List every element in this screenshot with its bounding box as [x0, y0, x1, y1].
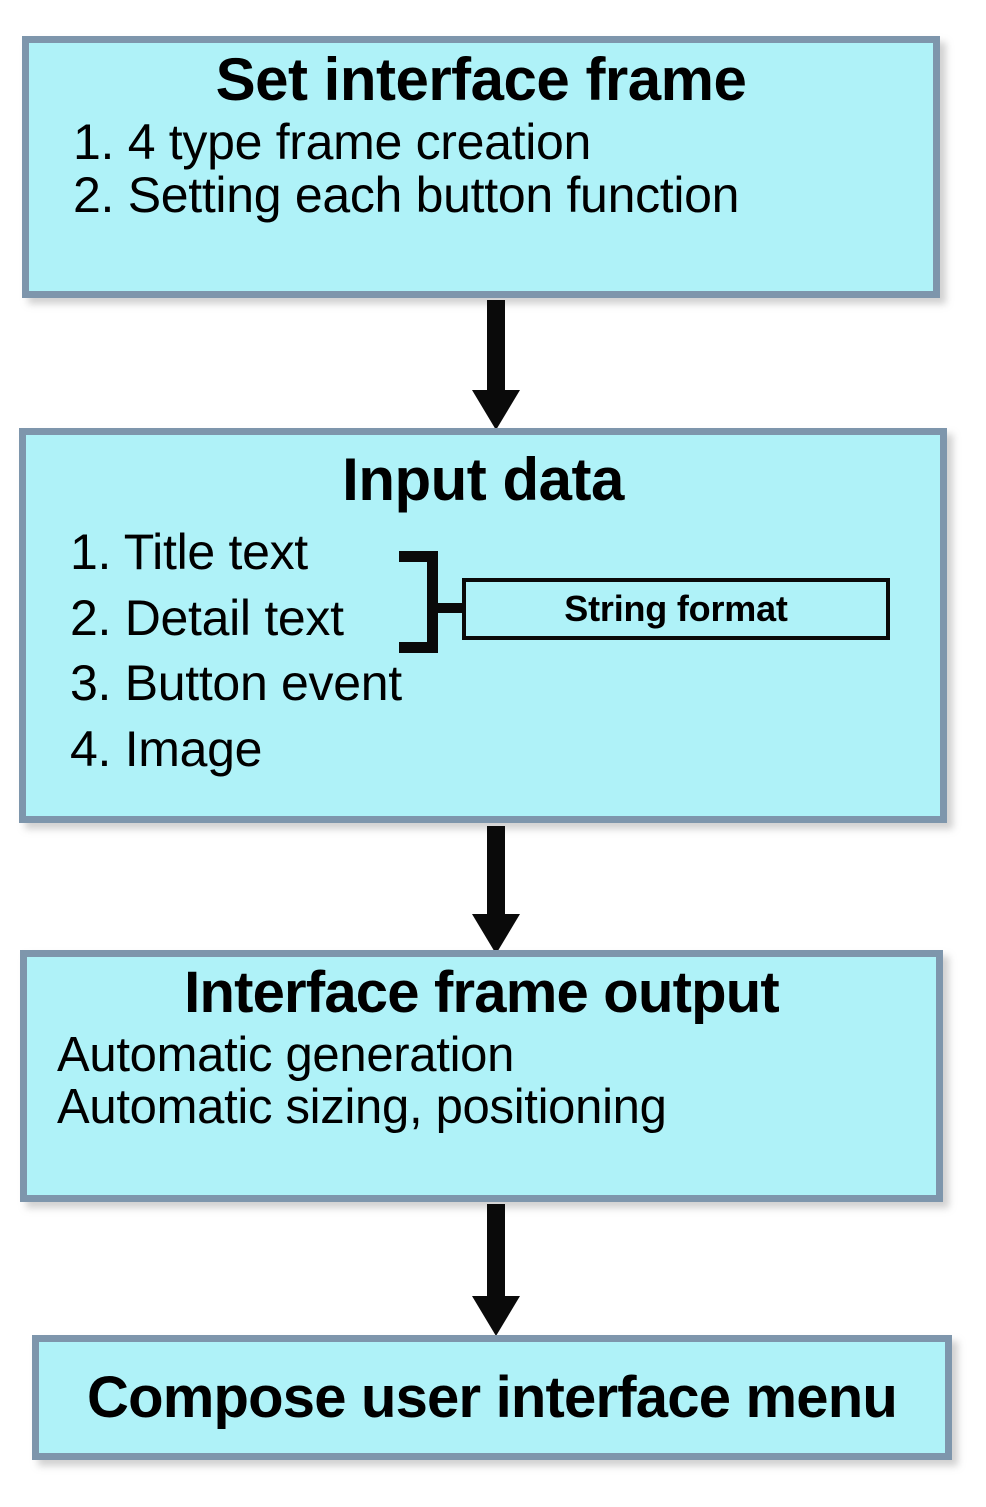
brace-spine: [427, 551, 438, 653]
arrow-head: [472, 1296, 520, 1336]
flow-node-input-data[interactable]: Input data 1. Title text 2. Detail text …: [19, 428, 947, 823]
brace-stub-connector: [432, 603, 466, 613]
arrow-head: [472, 390, 520, 430]
flow-node-set-interface-frame[interactable]: Set interface frame 1. 4 type frame crea…: [22, 36, 940, 298]
flow-node-compose-user-interface-menu[interactable]: Compose user interface menu: [32, 1335, 952, 1460]
arrow-down-icon: [466, 300, 526, 430]
node-line-item: Automatic sizing, positioning: [57, 1080, 667, 1135]
node-title-input-data: Input data: [342, 446, 624, 513]
callout-string-format[interactable]: String format: [462, 578, 890, 640]
node-line-item: 1. 4 type frame creation: [73, 114, 592, 171]
callout-label-string-format: String format: [564, 588, 788, 629]
brace-bottom-arm: [399, 642, 438, 653]
node-line-item: 4. Image: [70, 720, 263, 777]
node-body-interface-frame-output: Automatic generation Automatic sizing, p…: [27, 1028, 936, 1135]
node-line-item: 2. Setting each button function: [73, 167, 740, 224]
arrow-head: [472, 914, 520, 954]
node-line-item: Automatic generation: [57, 1028, 515, 1083]
arrow-down-icon: [466, 1204, 526, 1336]
arrow-down-icon: [466, 826, 526, 954]
arrow-shaft: [487, 300, 505, 392]
flow-node-interface-frame-output[interactable]: Interface frame output Automatic generat…: [20, 950, 943, 1202]
node-line-item: 3. Button event: [70, 655, 402, 712]
arrow-shaft: [487, 1204, 505, 1298]
node-body-set-interface-frame: 1. 4 type frame creation 2. Setting each…: [29, 116, 933, 222]
brace-top-arm: [399, 551, 438, 562]
node-title-interface-frame-output: Interface frame output: [184, 960, 780, 1025]
node-line-item: 2. Detail text: [70, 589, 344, 646]
node-line-item: 1. Title text: [70, 524, 308, 581]
node-title-set-interface-frame: Set interface frame: [215, 46, 747, 113]
brace-connector-icon: [399, 551, 439, 653]
arrow-shaft: [487, 826, 505, 916]
node-body-input-data: 1. Title text 2. Detail text 3. Button e…: [26, 520, 940, 782]
node-title-compose-user-interface-menu: Compose user interface menu: [87, 1364, 898, 1430]
